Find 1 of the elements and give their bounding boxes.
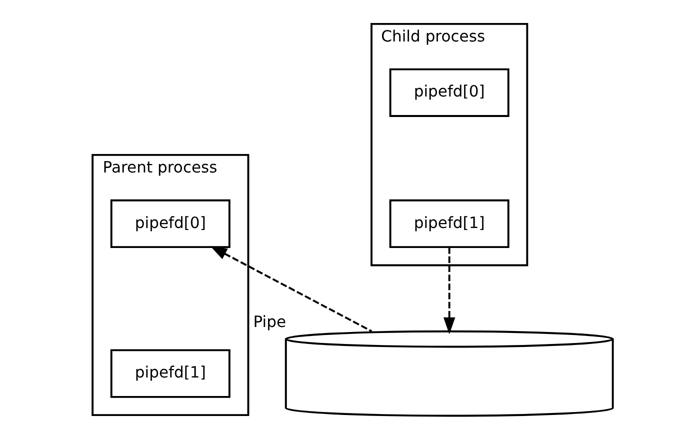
node-label: Pipe [252,312,286,331]
